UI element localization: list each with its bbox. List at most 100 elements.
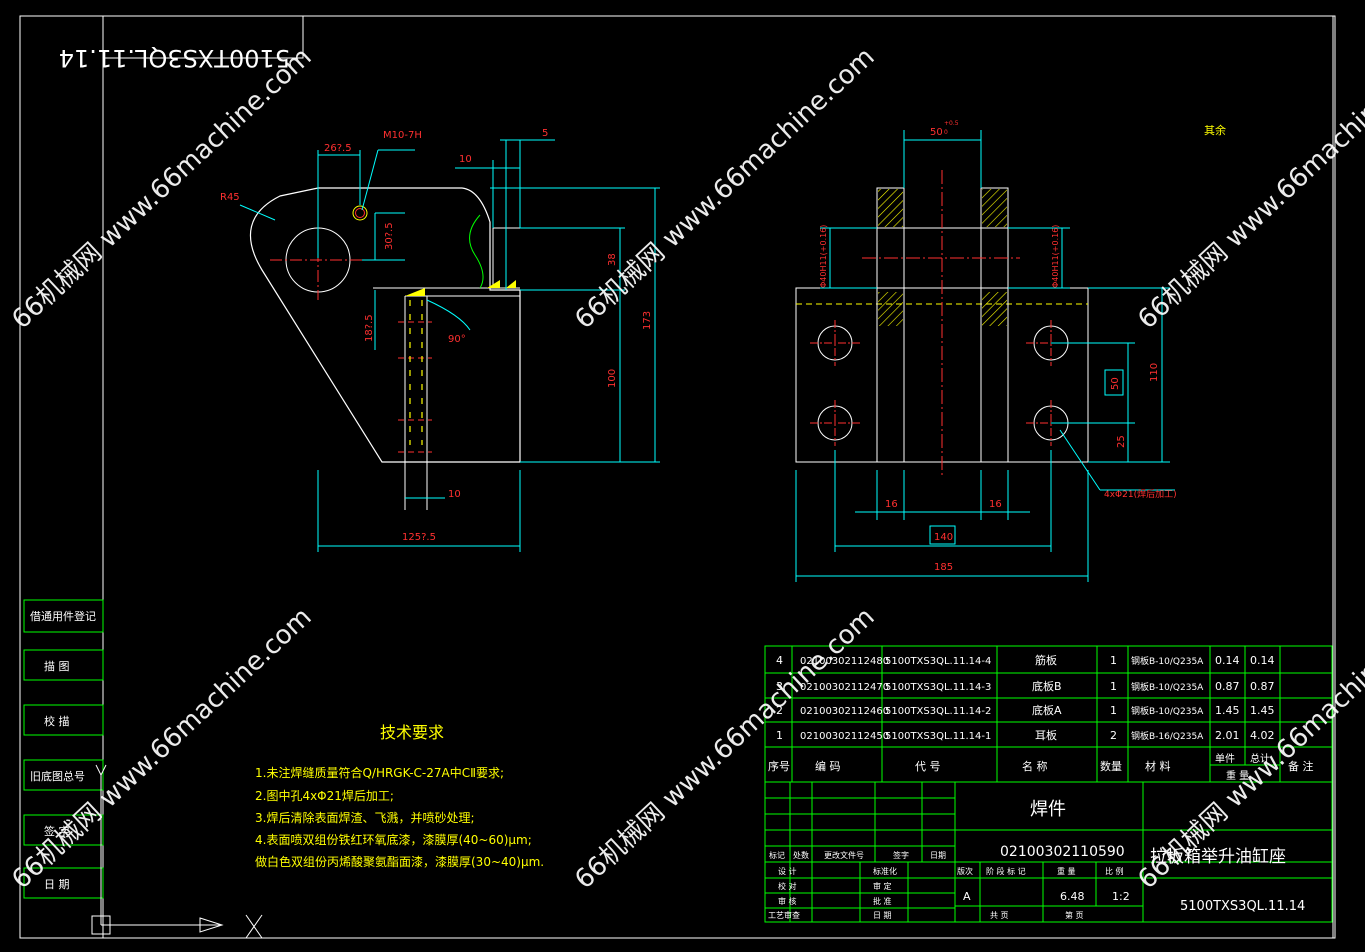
dim-25: 25	[1116, 435, 1127, 448]
label-stage-mark: 阶 段 标 记	[986, 866, 1026, 876]
watermark: 66机械网 www.66machine.com	[6, 602, 317, 895]
label-design: 设 计	[778, 866, 797, 876]
bom-name: 筋板	[1035, 653, 1057, 667]
bom-no: 2	[776, 704, 783, 717]
dim-140: 140	[934, 532, 953, 543]
label-sheet-total: 共 页	[990, 911, 1009, 920]
bom-unit: 0.14	[1215, 654, 1240, 667]
dim-10-bottom: 10	[448, 489, 461, 500]
left-col-item-3: 校 描	[44, 714, 70, 728]
weld-mark	[506, 280, 516, 288]
dim-10-top: 10	[459, 154, 472, 165]
watermark: 66机械网 www.66machine.com	[6, 42, 317, 335]
part-code: 02100302110590	[1000, 844, 1125, 860]
thread-hole	[355, 208, 365, 218]
scale: 1:2	[1112, 890, 1130, 903]
dim-1875: 18?.5	[364, 314, 375, 342]
bom-no: 3	[776, 680, 783, 693]
side-view: 50 +0.5 0 其余 Φ40H11(+0.16) Φ40H11(+0.16)…	[795, 120, 1226, 582]
label-ban-ci: 版次	[957, 866, 973, 876]
bom-qty: 1	[1110, 654, 1117, 667]
bom-unit: 1.45	[1215, 704, 1240, 717]
dim-3025: 30?.5	[384, 222, 395, 250]
label-date2: 日 期	[873, 911, 892, 920]
side-dimensions	[795, 130, 1175, 582]
bom-header-material: 材 料	[1145, 759, 1171, 773]
left-col-item-5: 签 字	[44, 824, 70, 838]
hole-center-lines	[810, 320, 1076, 446]
label-count: 处数	[793, 850, 809, 860]
dim-16-right: 16	[989, 499, 1002, 510]
dim-50: 50	[930, 127, 943, 138]
bom-header-name: 名 称	[1022, 759, 1048, 773]
tech-item-3: 3.焊后清除表面焊渣、飞溅，并喷砂处理;	[255, 810, 475, 825]
ear-plate-outline	[249, 187, 521, 463]
dim-16-left: 16	[885, 499, 898, 510]
watermark: 66机械网 www.66machine.com	[1132, 42, 1365, 335]
thread-hole	[352, 205, 368, 221]
rotated-drawing-code: 5100TXS3QL.11.14	[59, 44, 290, 72]
tech-requirements: 技术要求 1.未注焊缝质量符合Q/HRGK-C-27A中CⅡ要求; 2.图中孔4…	[255, 723, 544, 869]
label-approve: 批 准	[873, 896, 892, 906]
label-mark: 标记	[769, 850, 785, 860]
dim-phi-right: Φ40H11(+0.16)	[1051, 225, 1060, 288]
label-sheet-no: 第 页	[1065, 910, 1084, 920]
bom-unit: 0.87	[1215, 680, 1240, 693]
label-review: 审 定	[873, 881, 892, 891]
bom-material: 钢板B-16/Q235A	[1131, 730, 1204, 742]
bom-drawing: 5100TXS3QL.11.14-3	[885, 682, 991, 693]
bom-drawing: 5100TXS3QL.11.14-4	[885, 656, 991, 667]
bom-name: 底板A	[1032, 703, 1062, 717]
dim-50-tol: +0.5	[944, 120, 959, 127]
dim-185: 185	[934, 562, 953, 573]
bom-name: 耳板	[1035, 728, 1057, 742]
drawing-no: 5100TXS3QL.11.14	[1180, 899, 1305, 914]
left-col-item-6: 日 期	[44, 878, 70, 891]
bom-total: 4.02	[1250, 729, 1275, 742]
section-hatch	[878, 292, 903, 326]
dim-5: 5	[542, 128, 548, 139]
bom-header-unit: 单件	[1215, 753, 1235, 765]
dim-2625: 26?.5	[324, 143, 352, 154]
dim-110: 110	[1149, 363, 1160, 382]
title-block	[764, 781, 1333, 923]
bom-drawing: 5100TXS3QL.11.14-1	[885, 731, 991, 742]
tech-item-1: 1.未注焊缝质量符合Q/HRGK-C-27A中CⅡ要求;	[255, 765, 504, 780]
bom-qty: 1	[1110, 704, 1117, 717]
tech-item-5: 做白色双组份丙烯酸聚氨酯面漆，漆膜厚(30~40)μm.	[255, 854, 544, 869]
bom-header-weight: 重 量	[1226, 769, 1249, 782]
section-hatch	[982, 292, 1007, 326]
drawing-title: 拉坂箱举升油缸座	[1150, 846, 1286, 867]
label-scale: 比 例	[1105, 866, 1124, 876]
note-other: 其余	[1204, 123, 1226, 137]
bom-material: 钢板B-10/Q235A	[1131, 705, 1204, 717]
bom-total: 0.87	[1250, 680, 1275, 693]
bom-total: 1.45	[1250, 704, 1275, 717]
bom-no: 1	[776, 729, 783, 742]
bom-header-no: 序号	[768, 759, 790, 773]
bom-header-qty: 数量	[1100, 760, 1122, 773]
bom-no: 4	[776, 654, 783, 667]
label-sign: 签字	[893, 850, 909, 860]
ear-plate-right	[980, 187, 1009, 463]
bom-header-total: 总计	[1250, 752, 1270, 765]
hidden-lines-yellow	[409, 300, 423, 445]
label-change-doc: 更改文件号	[824, 850, 864, 860]
watermark: 66机械网 www.66machine.com	[569, 42, 880, 335]
label-check: 校 对	[778, 881, 797, 891]
dim-m10: M10-7H	[383, 130, 422, 141]
drawing-frame	[19, 15, 1336, 939]
weight: 6.48	[1060, 890, 1085, 903]
tech-item-2: 2.图中孔4xΦ21焊后加工;	[255, 788, 394, 803]
left-col-item-2: 描 图	[44, 659, 70, 673]
left-col-item-1: 借通用件登记	[30, 609, 96, 623]
bom-rows: 4 02100302112480 5100TXS3QL.11.14-4 筋板 1…	[768, 653, 1314, 782]
stage: A	[963, 890, 971, 903]
part-type: 焊件	[1030, 799, 1066, 820]
bom-header-drawing: 代 号	[915, 760, 941, 773]
dim-100: 100	[607, 369, 618, 388]
dim-50-vertical: 50	[1110, 377, 1121, 390]
dim-r45: R45	[220, 192, 240, 203]
bom-code: 02100302112450	[800, 731, 889, 742]
